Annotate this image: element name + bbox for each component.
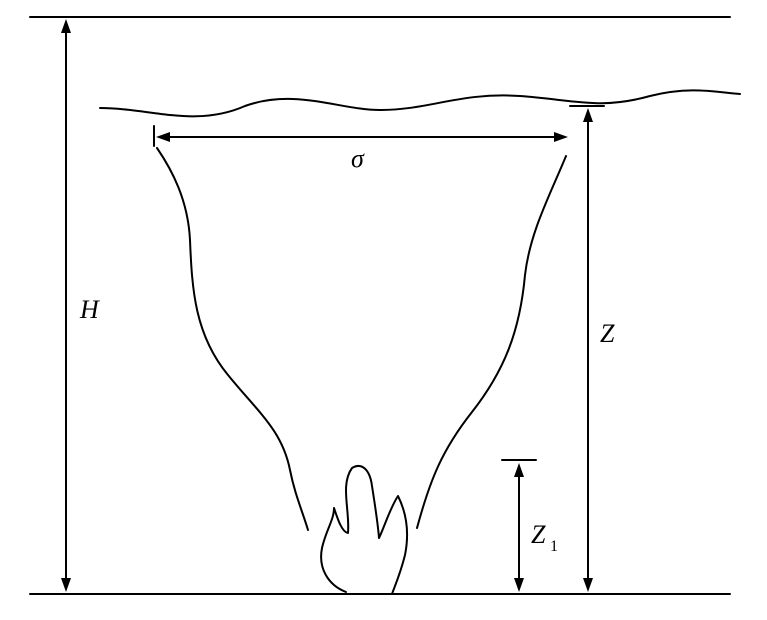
label-z: Z bbox=[600, 319, 615, 348]
height-z-dimension bbox=[569, 105, 605, 592]
label-h: H bbox=[79, 295, 100, 324]
width-sigma-dimension bbox=[153, 125, 568, 147]
smoke-layer-interface bbox=[99, 89, 741, 118]
height-z1-dimension bbox=[501, 459, 537, 592]
flame-shape bbox=[320, 465, 408, 595]
plume-left-edge bbox=[156, 147, 309, 531]
height-h-dimension bbox=[61, 19, 71, 592]
plume-right-edge bbox=[416, 155, 567, 529]
label-z1-subscript: 1 bbox=[550, 538, 558, 555]
label-z1: Z bbox=[531, 520, 546, 549]
label-sigma: σ bbox=[351, 144, 365, 173]
